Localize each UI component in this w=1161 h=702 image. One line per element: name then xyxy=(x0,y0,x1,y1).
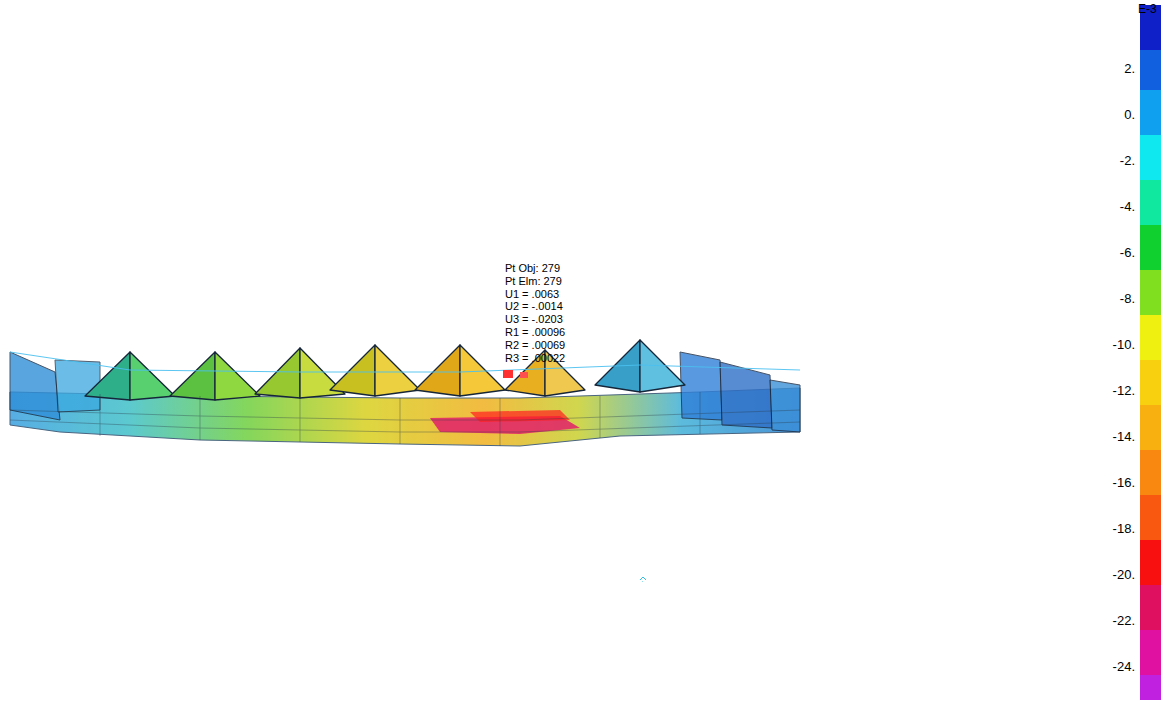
point-result: U2 = -.0014 xyxy=(505,301,563,312)
point-result: R2 = .00069 xyxy=(505,340,565,351)
scale-exponent: E-3 xyxy=(1138,3,1157,15)
scale-value: -24. xyxy=(1113,660,1135,673)
scale-value: -14. xyxy=(1113,430,1135,443)
scale-value: -22. xyxy=(1113,614,1135,627)
point-result: U1 = .0063 xyxy=(505,289,559,300)
scale-value: -12. xyxy=(1113,384,1135,397)
scale-value: 2. xyxy=(1124,62,1135,75)
scale-value: -6. xyxy=(1120,246,1135,259)
scale-value: -18. xyxy=(1113,522,1135,535)
scale-value: 0. xyxy=(1124,108,1135,121)
scale-value: -2. xyxy=(1120,154,1135,167)
scale-value: -4. xyxy=(1120,200,1135,213)
point-result: Pt Obj: 279 xyxy=(505,263,560,274)
scale-value: -10. xyxy=(1113,338,1135,351)
scale-value: -16. xyxy=(1113,476,1135,489)
point-result: R1 = .00096 xyxy=(505,327,565,338)
point-result: U3 = -.0203 xyxy=(505,314,563,325)
scale-value: -8. xyxy=(1120,292,1135,305)
point-result: Pt Elm: 279 xyxy=(505,276,562,287)
point-result: R3 = .00022 xyxy=(505,353,565,364)
scale-value: -20. xyxy=(1113,568,1135,581)
